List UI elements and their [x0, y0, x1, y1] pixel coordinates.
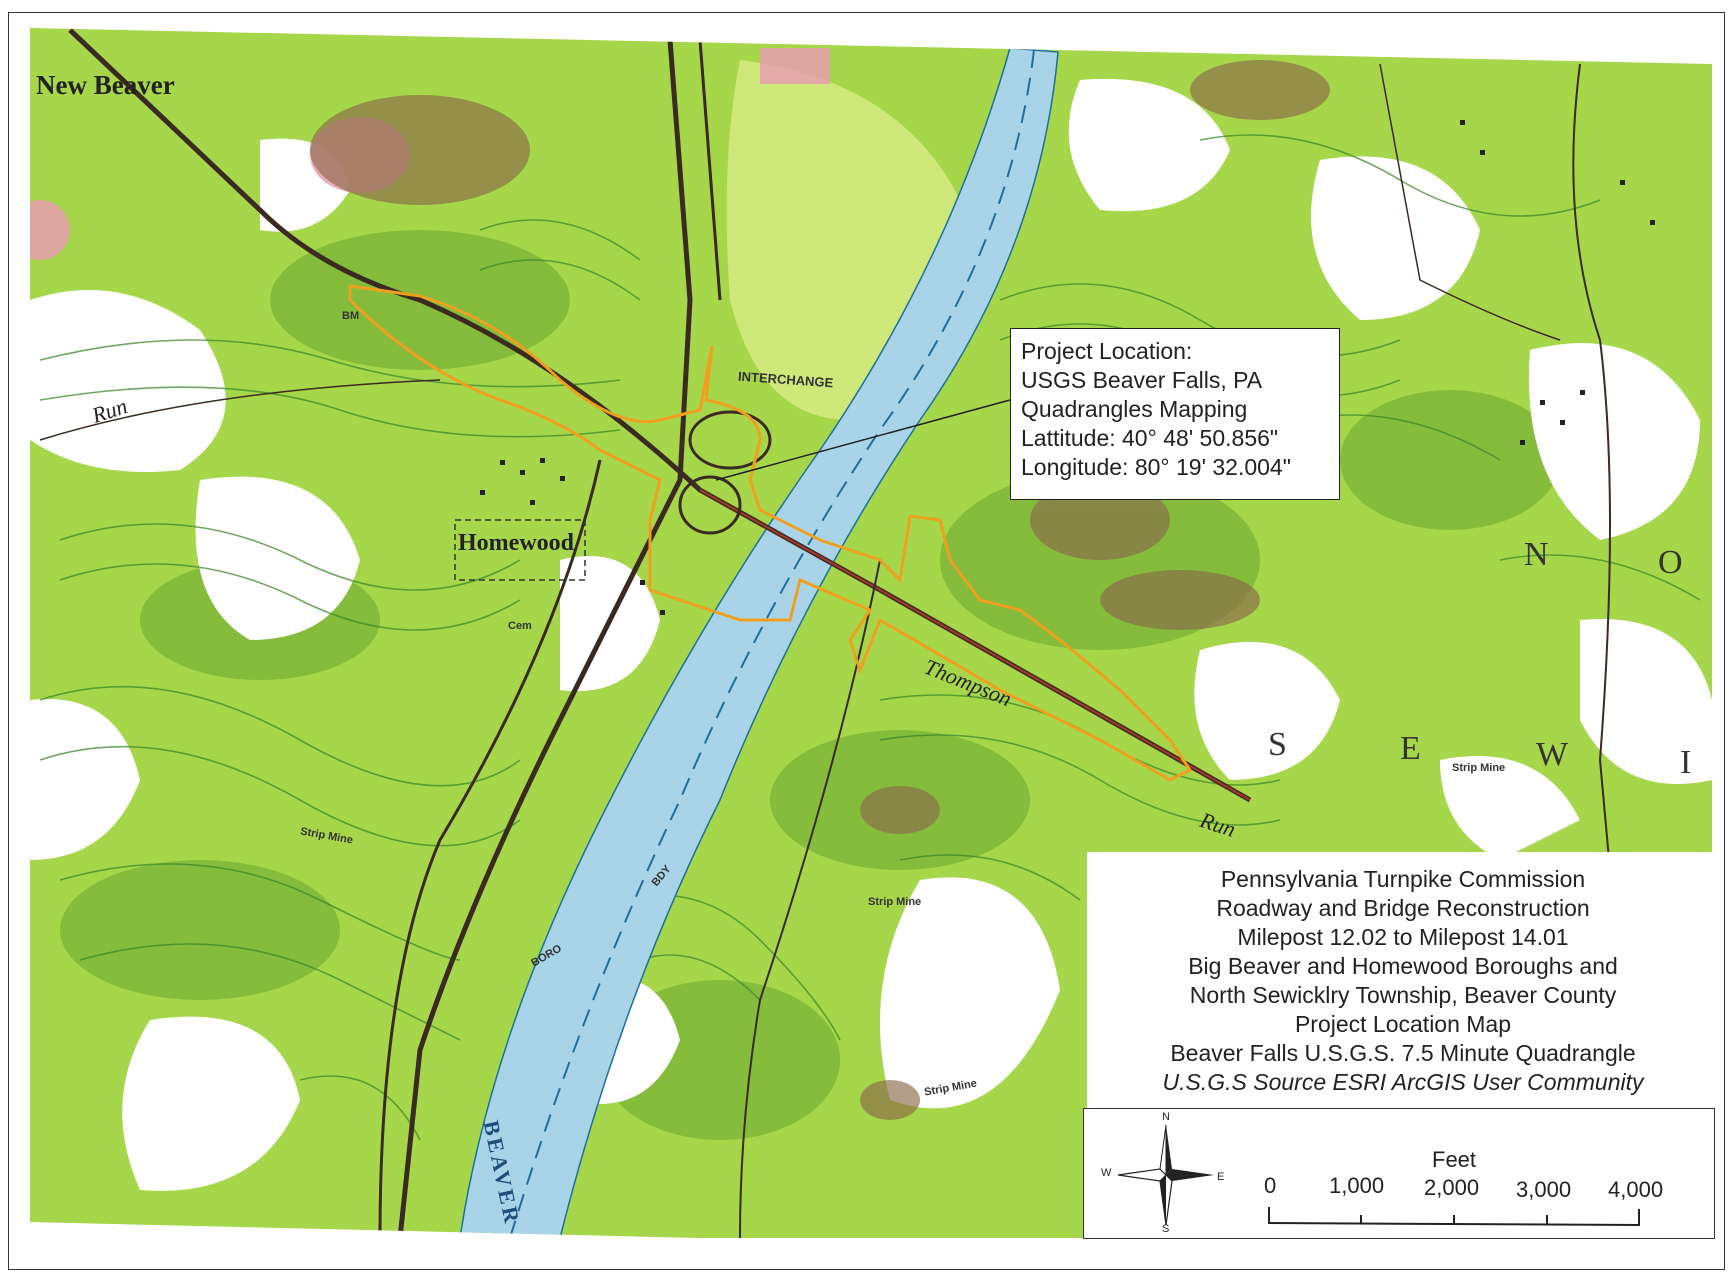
scale-tick-1: 1,000 [1329, 1173, 1385, 1198]
river-boundary-line [509, 49, 1035, 1238]
interchange-loops [678, 410, 772, 535]
callout-line: Quadrangles Mapping [1021, 396, 1248, 422]
label-new-beaver: New Beaver [36, 70, 175, 100]
label-township-i: I [1680, 744, 1694, 781]
roads [39, 28, 1611, 1238]
legend-box: N S W E Feet 0 1,000 2,000 3,000 4,000 [1083, 1108, 1715, 1239]
beaver-river [459, 47, 1059, 1238]
title-line: Milepost 12.02 to Milepost 14.01 [1237, 924, 1569, 950]
title-line: Beaver Falls U.S.G.S. 7.5 Minute Quadran… [1170, 1040, 1636, 1066]
title-line: Big Beaver and Homewood Boroughs and [1188, 953, 1618, 979]
scale-bar [1268, 1207, 1640, 1227]
project-location-callout: Project Location: USGS Beaver Falls, PA … [1010, 328, 1340, 500]
label-township-n: N [1524, 536, 1551, 573]
label-bm: BM [342, 310, 360, 322]
label-strip-mine-3: Strip Mine [1452, 762, 1506, 774]
compass-s: S [1162, 1223, 1170, 1235]
scale-unit: Feet [1432, 1147, 1477, 1172]
title-line: Project Location Map [1294, 1011, 1512, 1037]
compass-n: N [1162, 1111, 1170, 1123]
source-credit: U.S.G.S Source ESRI ArcGIS User Communit… [1162, 1069, 1644, 1095]
title-line: Pennsylvania Turnpike Commission [1220, 866, 1586, 892]
label-homewood: Homewood [458, 530, 574, 556]
compass-w: W [1101, 1167, 1112, 1179]
scale-tick-2: 2,000 [1424, 1175, 1480, 1200]
callout-longitude: Longitude: 80° 19' 32.004" [1021, 454, 1291, 480]
callout-line: Project Location: [1021, 338, 1193, 364]
compass-e: E [1217, 1171, 1225, 1183]
label-township-o: O [1658, 544, 1685, 581]
callout-line: USGS Beaver Falls, PA [1021, 367, 1263, 393]
label-township-s: S [1268, 726, 1289, 763]
title-line: North Sewicklry Township, Beaver County [1189, 982, 1617, 1008]
compass-rose-icon [1117, 1124, 1214, 1226]
callout-leader [715, 399, 1011, 481]
buildings [480, 120, 1655, 615]
label-township-w: W [1536, 736, 1571, 773]
callout-latitude: Lattitude: 40° 48' 50.856" [1021, 425, 1279, 451]
label-cem: Cem [508, 620, 532, 632]
label-township-e: E [1400, 730, 1423, 767]
boro-boundary [454, 519, 586, 581]
scale-tick-0: 0 [1264, 1173, 1277, 1198]
scale-tick-3: 3,000 [1516, 1177, 1572, 1202]
scale-tick-4: 4,000 [1608, 1177, 1664, 1202]
title-block: Pennsylvania Turnpike Commission Roadway… [1087, 852, 1719, 1112]
label-strip-mine-2: Strip Mine [868, 896, 922, 908]
title-line: Roadway and Bridge Reconstruction [1216, 895, 1590, 921]
strip-mines [310, 60, 1330, 1120]
project-area-outline [348, 284, 1193, 782]
